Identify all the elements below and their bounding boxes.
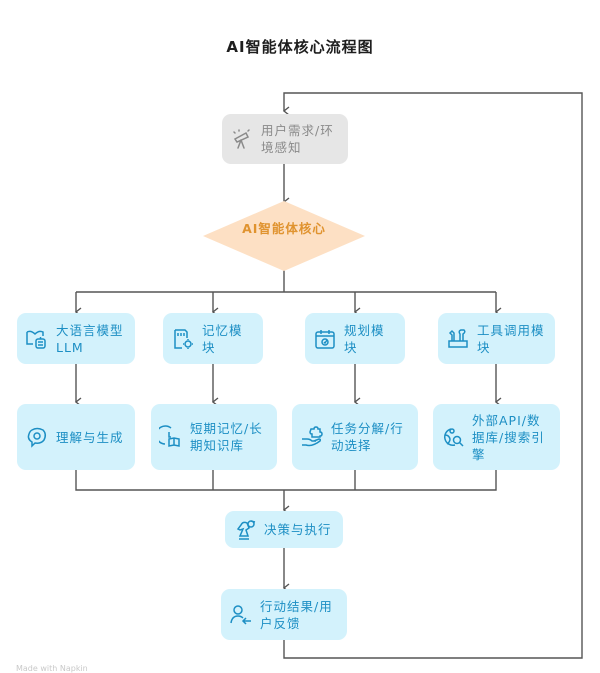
telescope-icon <box>230 127 254 151</box>
node-ai-core[interactable]: AI智能体核心 <box>202 200 366 272</box>
node-understand-generate[interactable]: 理解与生成 <box>17 404 135 470</box>
node-module-llm[interactable]: 大语言模型LLM <box>17 313 135 364</box>
globe-search-icon <box>441 425 465 449</box>
node-task-decompose[interactable]: 任务分解/行动选择 <box>292 404 418 470</box>
node-label: 行动结果/用户反馈 <box>260 598 333 631</box>
chess-knight-icon <box>233 518 257 542</box>
diamond-shape <box>203 201 365 271</box>
node-module-planning[interactable]: 规划模块 <box>305 313 405 364</box>
chat-bubble-icon <box>25 425 49 449</box>
user-return-icon <box>229 603 253 627</box>
node-label: 大语言模型LLM <box>56 322 124 355</box>
book-robot-icon <box>25 327 49 351</box>
memory-card-gear-icon <box>171 327 195 351</box>
clock-book-icon <box>159 425 183 449</box>
node-label: 理解与生成 <box>56 429 124 445</box>
node-label: 短期记忆/长期知识库 <box>190 421 263 453</box>
diagram-title: AI智能体核心流程图 <box>226 38 374 56</box>
loop-back-connector <box>282 92 583 659</box>
node-label: 外部API/数据库/搜索引擎 <box>472 412 545 462</box>
tools-icon <box>446 327 470 351</box>
node-label: AI智能体核心 <box>242 221 326 236</box>
node-label: 规划模块 <box>344 322 385 355</box>
calendar-check-icon <box>313 327 337 351</box>
node-label: 任务分解/行动选择 <box>331 421 404 453</box>
node-memory-knowledge[interactable]: 短期记忆/长期知识库 <box>151 404 277 470</box>
node-decision-execute[interactable]: 决策与执行 <box>225 511 343 548</box>
core-to-modules-connector <box>76 270 496 293</box>
node-module-tools[interactable]: 工具调用模块 <box>438 313 555 364</box>
node-label: 记忆模块 <box>202 322 243 355</box>
hand-puzzle-icon <box>300 425 324 449</box>
node-action-feedback[interactable]: 行动结果/用户反馈 <box>221 589 347 640</box>
node-label: 工具调用模块 <box>477 322 545 355</box>
node-external-tools[interactable]: 外部API/数据库/搜索引擎 <box>433 404 560 470</box>
node-user-input[interactable]: 用户需求/环境感知 <box>222 114 348 164</box>
footer-credit: Made with Napkin <box>16 664 88 673</box>
node-label: 决策与执行 <box>264 522 332 537</box>
functions-merge-connector <box>75 470 497 491</box>
node-label: 用户需求/环境感知 <box>261 123 334 155</box>
node-module-memory[interactable]: 记忆模块 <box>163 313 263 364</box>
